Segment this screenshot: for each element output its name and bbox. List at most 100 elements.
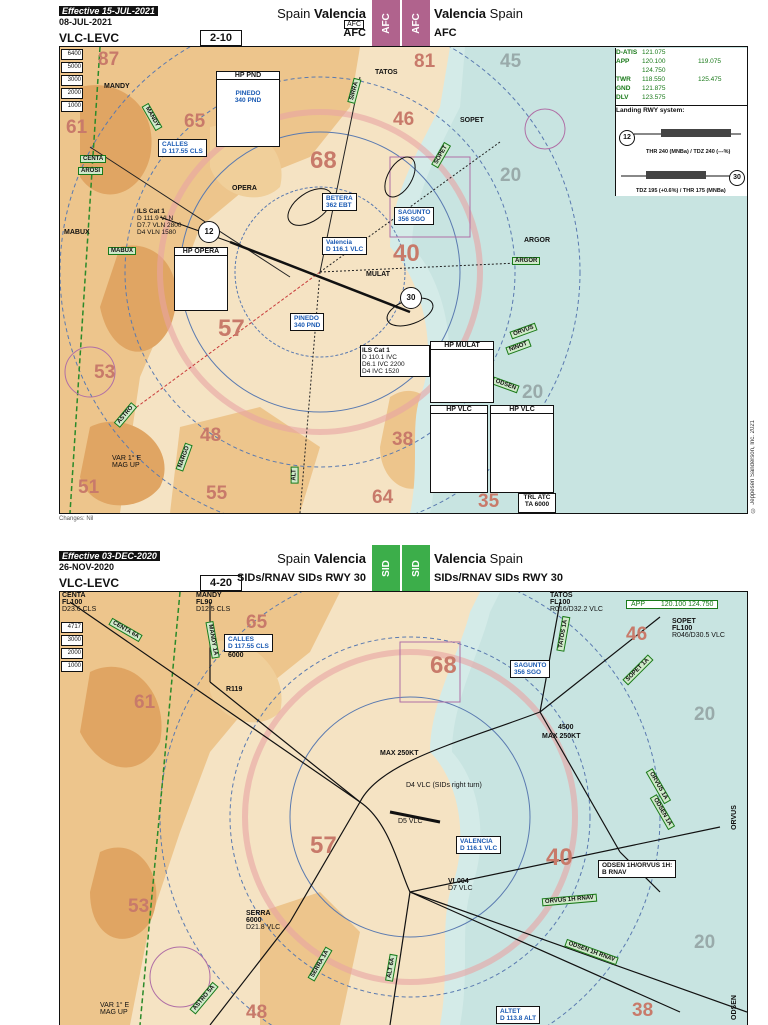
- grid-mora: 57: [218, 315, 245, 342]
- grid-mora: 35: [478, 491, 500, 512]
- alt-step: 2000: [61, 88, 83, 99]
- grid-mora: 38: [632, 1000, 654, 1021]
- hp-vlc-box-1: HP VLC: [430, 405, 488, 493]
- airport-id: VLC-LEVC: [59, 576, 119, 590]
- fix-serra-alt: 6000: [246, 917, 262, 924]
- landing-rwy-title: Landing RWY system:: [616, 105, 747, 114]
- ils-box-a: ILS Cat 1 D 111.9 VLN D7.7 VLN 2800 D4 V…: [136, 207, 194, 237]
- grid-mora: 65: [246, 612, 268, 633]
- afc-tab-right: AFC: [402, 0, 430, 46]
- var-note: VAR 1° E MAG UP: [100, 1002, 130, 1016]
- fix-mandy-dist: D12.5 CLS: [196, 606, 231, 613]
- left-subtitle: SIDs/RNAV SIDs RWY 30: [237, 572, 366, 584]
- fix-sopet: SOPET FL100 R046/D30.5 VLC: [672, 618, 725, 639]
- app-freq-value: 120.100 124.750: [660, 601, 714, 608]
- fix-mandy-fl: FL90: [196, 599, 213, 606]
- changes-note: Changes: Nil: [59, 516, 94, 522]
- grid-mora: 46: [626, 624, 648, 645]
- grid-mora: 40: [546, 844, 573, 871]
- grid-mora: 51: [78, 477, 100, 498]
- rwy-12-badge: 12: [619, 130, 635, 146]
- navaid-sagunto: SAGUNTO 356 SGO: [394, 207, 435, 225]
- alt-step: 4717: [61, 622, 83, 633]
- chart-header: Effective 03-DEC-2020 26-NOV-2020 VLC-LE…: [0, 545, 768, 591]
- fix-sopet-dist: R046/D30.5 VLC: [672, 632, 725, 639]
- rwy-12-marker: 12: [198, 221, 220, 243]
- fix-argor: ARGOR: [524, 237, 551, 244]
- rwy-30-marker: 30: [400, 287, 422, 309]
- d5-note: D5 VLC: [398, 818, 423, 825]
- hp-pnd-title: HP PND: [217, 72, 279, 80]
- grid-mora: 87: [98, 49, 120, 70]
- grid-mora: 81: [414, 51, 436, 72]
- hp-vlc-title: HP VLC: [431, 406, 487, 414]
- sid-tab-right: SID: [402, 545, 430, 591]
- chart-4-20: Effective 03-DEC-2020 26-NOV-2020 VLC-LE…: [0, 545, 768, 1025]
- alt-step: 1000: [61, 101, 83, 112]
- runway-profile-diagram: [621, 129, 741, 179]
- ils-box-b: ILS Cat 1 D 110.1 IVC D6.1 IVC 2200 D4 I…: [360, 345, 430, 377]
- ils-a-title: ILS Cat 1: [137, 208, 165, 215]
- altitude-legend: 6400 5000 3000 2000 1000: [61, 49, 83, 114]
- grid-mora: 57: [310, 832, 337, 859]
- fix-vl004-name: VL004: [448, 878, 469, 885]
- navaid-calles: CALLES D 117.55 CLS: [158, 139, 207, 157]
- fix-orvus: ORVUS: [730, 805, 738, 830]
- left-subtitle: AFC: [343, 27, 366, 39]
- airport-id: VLC-LEVC: [59, 31, 119, 45]
- grid-mora: 46: [393, 109, 415, 130]
- fix-mandy: MANDY FL90 D12.5 CLS: [196, 592, 230, 613]
- grid-mora: 53: [94, 362, 116, 383]
- right-subtitle: SIDs/RNAV SIDs RWY 30: [434, 572, 563, 584]
- grid-mora: 61: [66, 117, 88, 138]
- fix-serra-dist: D21.8 VLC: [246, 924, 281, 931]
- revision-date: 26-NOV-2020: [59, 562, 115, 572]
- navaid-altet: ALTET D 113.8 ALT: [496, 1006, 541, 1024]
- fix-serra-name: SERRA: [246, 910, 271, 917]
- ils-b-d4: D4 IVC 1520: [362, 368, 400, 375]
- speed-note-b: MAX 250KT: [542, 733, 581, 740]
- alt-step: 2000: [61, 648, 83, 659]
- small-afc-box: AFC: [344, 20, 364, 29]
- alt-step: 5000: [61, 62, 83, 73]
- page-number: 2-10: [200, 30, 242, 46]
- grid-mora: 45: [500, 51, 522, 72]
- ils-b-d6: D6.1 IVC 2200: [362, 361, 405, 368]
- navaid-valencia: Valencia D 116.1 VLC: [322, 237, 368, 255]
- area-chart-map: 6400 5000 3000 2000 1000 87 81 45 61 65 …: [59, 46, 748, 514]
- left-location: Spain Valencia: [277, 551, 366, 566]
- app-label: APP: [631, 601, 645, 608]
- tdz-text: TDZ 195 (+0.6%) / THR 175 (MNBa): [636, 188, 726, 194]
- sid-chart-map: 4717 3000 2000 1000 APP 120.100 124.750 …: [59, 591, 748, 1025]
- hp-vlc-box-2: HP VLC: [490, 405, 554, 493]
- copyright: © Jeppesen Sanderson, Inc. 2021: [750, 420, 756, 513]
- fix-tatos-fl: FL100: [550, 599, 571, 606]
- fix-centa-name: CENTA: [62, 592, 86, 599]
- page-number: 4-20: [200, 575, 242, 591]
- hp-vlc-title: HP VLC: [491, 406, 553, 414]
- ta-label: TA 6000: [524, 501, 550, 508]
- fix-sopet-name: SOPET: [672, 618, 696, 625]
- grid-mora: 48: [246, 1002, 268, 1023]
- chart-header: Effective 15-JUL-2021 08-JUL-2021 VLC-LE…: [0, 0, 768, 46]
- trl-box: TRL ATC TA 6000: [518, 493, 556, 513]
- grid-mora: 64: [372, 487, 394, 508]
- route-tag: ARGOR: [512, 257, 541, 265]
- left-location: Spain Valencia: [277, 6, 366, 21]
- alt-step: 1000: [61, 661, 83, 672]
- ils-a-freq: D 111.9 VLN: [137, 215, 174, 222]
- odsen-rnav-note: ODSEN 1H/ORVUS 1H: B RNAV: [598, 860, 677, 878]
- grid-mora: 55: [206, 483, 228, 504]
- route-tag: ALT: [290, 466, 299, 484]
- sid-tab-left: SID: [372, 545, 400, 591]
- hp-opera-box: HP OPERA: [174, 247, 228, 311]
- grid-mora: 20: [500, 165, 522, 186]
- grid-mora: 48: [200, 425, 222, 446]
- hp-mulat-title: HP MULAT: [431, 342, 493, 350]
- ils-b-freq: D 110.1 IVC: [362, 354, 397, 361]
- fix-centa-fl: FL100: [62, 599, 83, 606]
